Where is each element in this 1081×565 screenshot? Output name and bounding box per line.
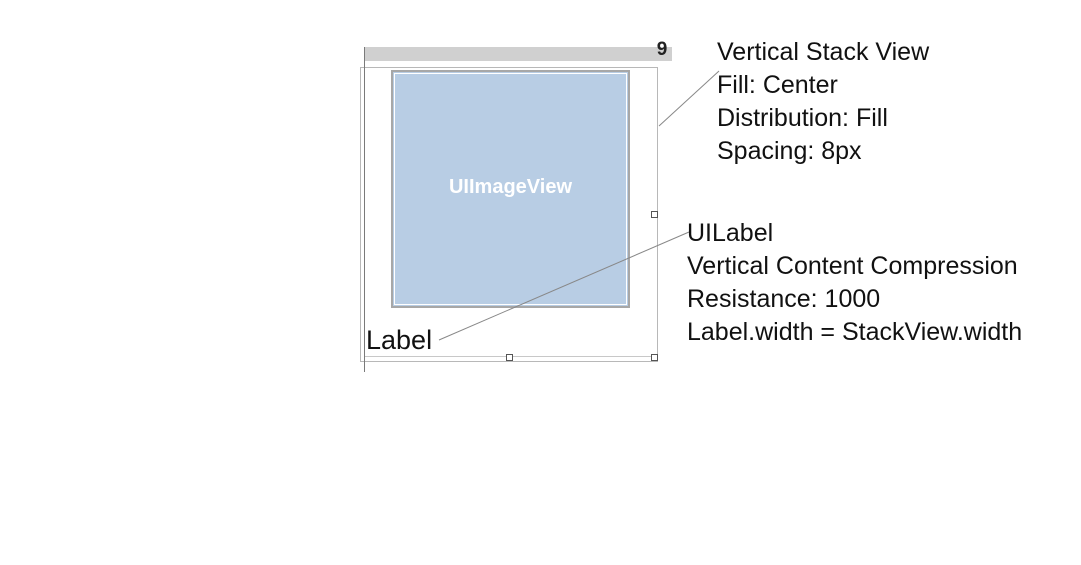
resize-handle-bottom-right[interactable] xyxy=(651,354,658,361)
image-view[interactable]: UIImageView xyxy=(391,70,630,308)
stack-view-annotation-line: Fill: Center xyxy=(717,71,838,99)
label-annotation-line: Vertical Content Compression xyxy=(687,252,1018,280)
stack-view-annotation-line: Vertical Stack View xyxy=(717,38,930,66)
resize-handle-right[interactable] xyxy=(651,211,658,218)
stack-view-annotation: Vertical Stack View Fill: Center Distrib… xyxy=(717,36,929,168)
label-view[interactable]: Label xyxy=(366,325,433,355)
top-bar-glyph: 9 xyxy=(656,39,668,60)
label-leader-line xyxy=(438,231,690,341)
label-annotation: UILabel Vertical Content Compression Res… xyxy=(687,217,1022,349)
image-view-label: UIImageView xyxy=(448,175,573,198)
stack-view-leader-line xyxy=(658,70,720,127)
label-annotation-line: Label.width = StackView.width xyxy=(687,318,1023,346)
image-view-inner-border xyxy=(394,73,627,305)
canvas-top-bar xyxy=(364,47,672,61)
resize-handle-bottom[interactable] xyxy=(506,354,513,361)
stack-view-annotation-line: Distribution: Fill xyxy=(717,104,888,132)
label-annotation-line: UILabel xyxy=(687,219,774,247)
label-annotation-line: Resistance: 1000 xyxy=(687,285,881,313)
stack-view-annotation-line: Spacing: 8px xyxy=(717,137,862,165)
alignment-guide-line xyxy=(364,47,365,372)
